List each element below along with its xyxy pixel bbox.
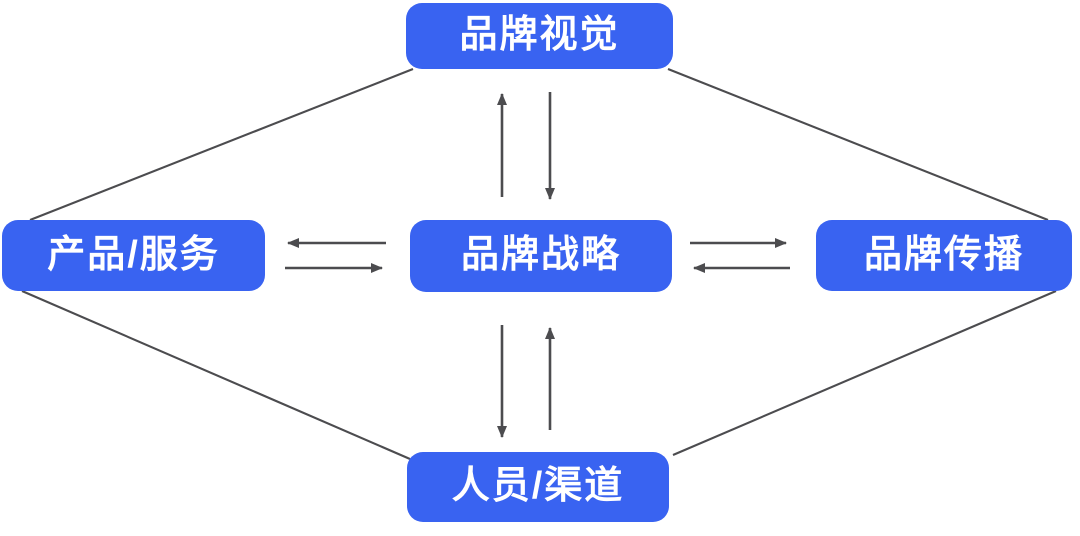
node-people-channel-label: 人员/渠道 (451, 465, 625, 507)
node-brand-visual-label: 品牌视觉 (459, 14, 620, 56)
brand-visual-to-brand-communication-connector (667, 68, 1049, 221)
node-product-service-label: 产品/服务 (47, 233, 220, 276)
node-product-service: 产品/服务 (2, 220, 265, 291)
node-people-channel: 人员/渠道 (407, 452, 669, 522)
node-brand-strategy: 品牌战略 (410, 220, 672, 292)
brand-communication-to-people-channel-connector (672, 290, 1057, 456)
brand-visual-to-product-service-connector (29, 68, 414, 221)
node-brand-visual: 品牌视觉 (406, 3, 673, 69)
node-brand-communication-label: 品牌传播 (863, 233, 1024, 276)
node-brand-strategy-label: 品牌战略 (460, 234, 621, 276)
product-service-to-people-channel-connector (21, 290, 411, 460)
node-brand-communication: 品牌传播 (816, 220, 1072, 291)
